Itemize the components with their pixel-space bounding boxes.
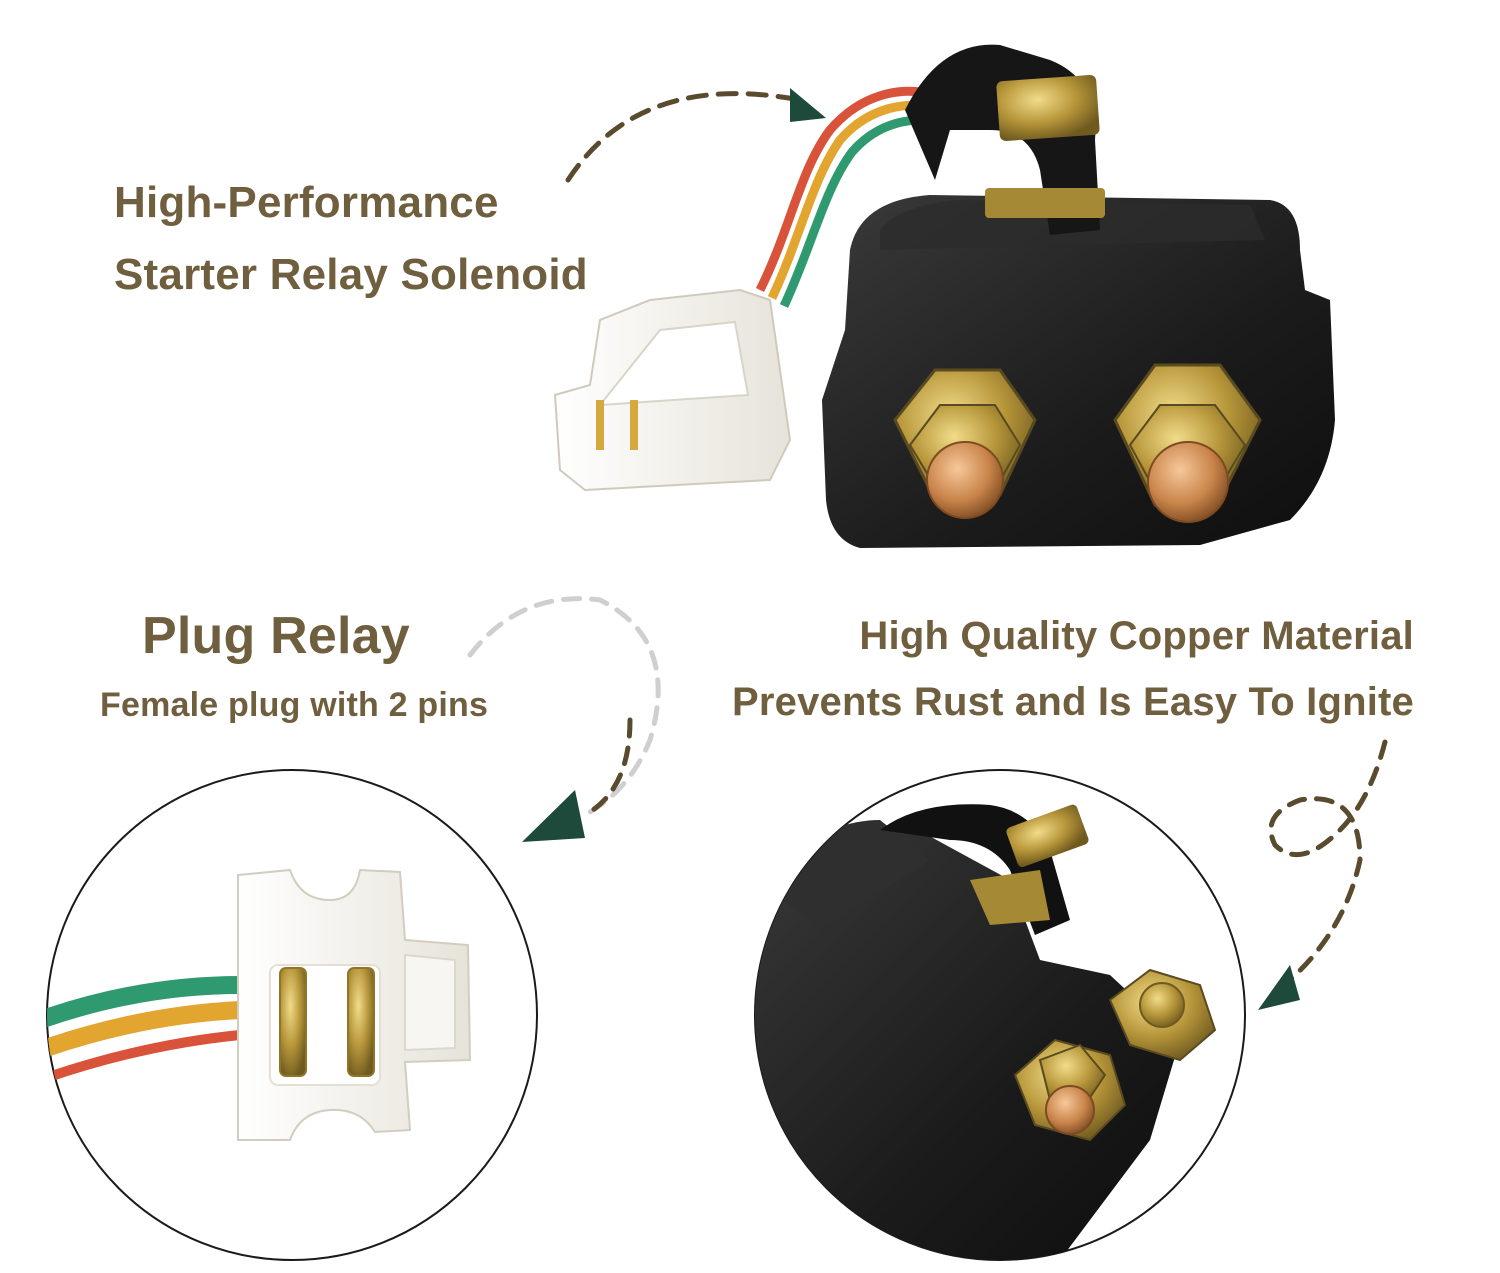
arrow-middle-left: [467, 596, 661, 842]
terminal-closeup: [754, 769, 1246, 1261]
plug-pin-right: [347, 967, 375, 1077]
arrow-top: [565, 88, 826, 183]
left-terminal: [893, 368, 1037, 519]
caption-copper-line2: Prevents Rust and Is Easy To Ignite: [732, 680, 1414, 724]
caption-plug-title: Plug Relay: [142, 607, 410, 665]
closeup-upper-terminal: [1108, 968, 1217, 1062]
caption-plug-subtitle: Female plug with 2 pins: [100, 686, 489, 724]
caption-copper-line1: High Quality Copper Material: [859, 614, 1414, 658]
caption-main-title-line2: Starter Relay Solenoid: [114, 250, 588, 299]
right-terminal: [1113, 363, 1262, 523]
main-relay-image: [553, 44, 1335, 548]
plug-closeup: [46, 769, 538, 1261]
closeup-lower-terminal: [1013, 1038, 1127, 1142]
caption-main-title-line1: High-Performance: [114, 178, 499, 227]
arrow-right: [1258, 739, 1388, 1010]
plug-pin-left: [279, 967, 307, 1077]
white-connector: [553, 288, 792, 492]
